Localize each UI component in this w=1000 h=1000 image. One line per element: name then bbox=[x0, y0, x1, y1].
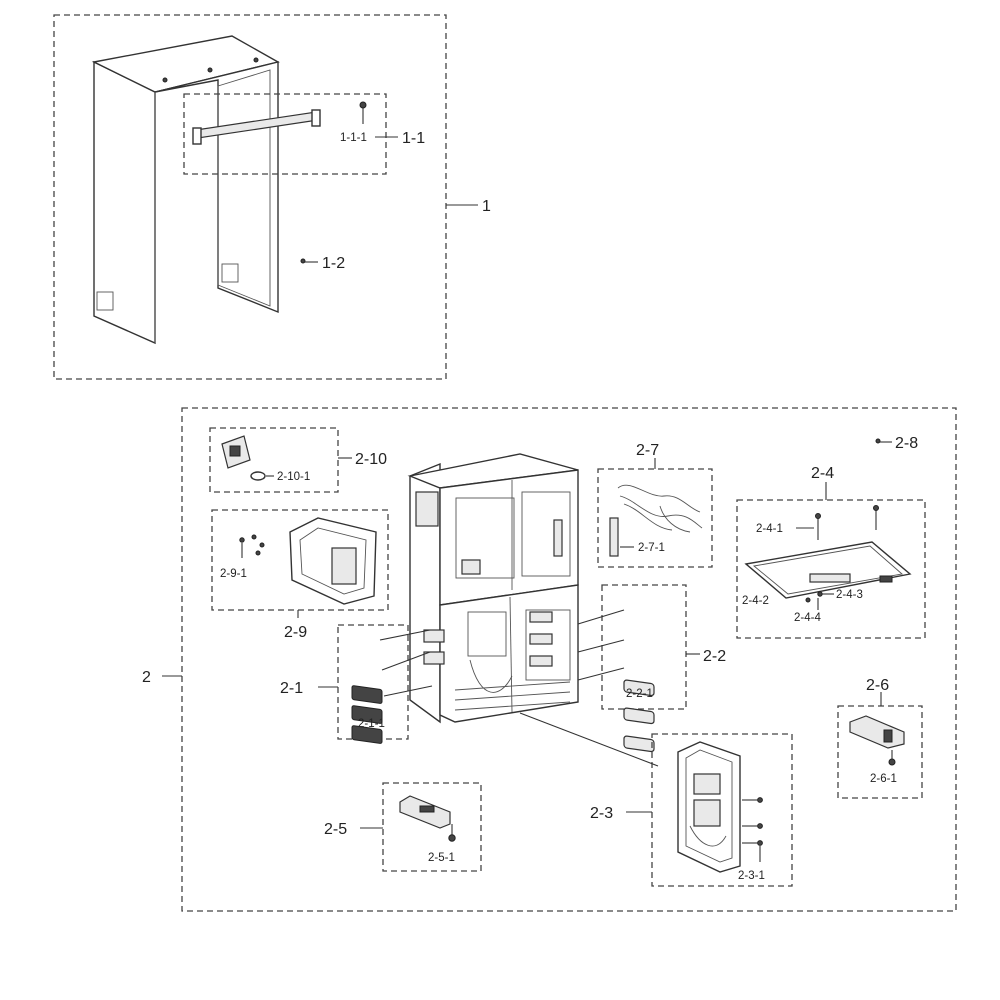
label-2-3-1: 2-3-1 bbox=[738, 870, 765, 882]
part-2-8-marker bbox=[875, 438, 892, 444]
label-2-6-1: 2-6-1 bbox=[870, 773, 897, 785]
label-2-2-1: 2-2-1 bbox=[626, 688, 653, 700]
part-2-10-drawing bbox=[221, 435, 274, 481]
label-1: 1 bbox=[482, 198, 491, 215]
label-2-7: 2-7 bbox=[636, 442, 659, 459]
group-2-4-box bbox=[736, 499, 926, 639]
group-2-9-box bbox=[211, 509, 389, 611]
label-1-1-1: 1-1-1 bbox=[340, 132, 367, 144]
part-2-4-drawing bbox=[744, 505, 912, 610]
group-2-7-box bbox=[597, 468, 713, 568]
label-2: 2 bbox=[142, 669, 151, 686]
label-2-10: 2-10 bbox=[355, 451, 387, 468]
label-2-8: 2-8 bbox=[895, 435, 918, 452]
group-2-box bbox=[181, 407, 957, 912]
label-2-1: 2-1 bbox=[280, 680, 303, 697]
group-1-1-box bbox=[183, 93, 387, 175]
part-2-7-drawing bbox=[609, 458, 703, 557]
label-2-5-1: 2-5-1 bbox=[428, 852, 455, 864]
group-2-6-box bbox=[837, 705, 923, 799]
group-2-5-box bbox=[382, 782, 482, 872]
part-2-5-drawing bbox=[399, 795, 456, 842]
label-2-2: 2-2 bbox=[703, 648, 726, 665]
label-2-6: 2-6 bbox=[866, 677, 889, 694]
part-2-2-drawing bbox=[577, 609, 655, 753]
label-2-3: 2-3 bbox=[590, 805, 613, 822]
label-2-1-1: 2-1-1 bbox=[358, 718, 385, 730]
part-1-2-marker bbox=[300, 258, 318, 264]
screw-1-1-1 bbox=[359, 101, 367, 124]
group-2-1-box bbox=[337, 624, 409, 740]
part-2-6-drawing bbox=[849, 715, 905, 766]
label-2-4-2: 2-4-2 bbox=[742, 595, 769, 607]
part-2-1-drawing bbox=[351, 629, 433, 744]
label-1-1: 1-1 bbox=[402, 130, 425, 147]
group-1-box bbox=[53, 14, 447, 380]
label-2-4-1: 2-4-1 bbox=[756, 523, 783, 535]
part-2-3-drawing bbox=[677, 741, 763, 873]
inner-liner-drawing bbox=[407, 453, 579, 724]
part-2-9-drawing bbox=[239, 517, 377, 618]
label-2-9: 2-9 bbox=[284, 624, 307, 641]
brace-bar-drawing bbox=[192, 109, 321, 145]
label-2-4: 2-4 bbox=[811, 465, 834, 482]
label-2-5: 2-5 bbox=[324, 821, 347, 838]
label-1-2: 1-2 bbox=[322, 255, 345, 272]
label-2-4-4: 2-4-4 bbox=[794, 612, 821, 624]
group-2-2-box bbox=[601, 584, 687, 710]
group-2-10-box bbox=[209, 427, 339, 493]
label-2-4-3: 2-4-3 bbox=[836, 589, 863, 601]
label-2-10-1: 2-10-1 bbox=[277, 471, 310, 483]
group-2-3-box bbox=[651, 733, 793, 887]
cabinet-drawing bbox=[91, 35, 280, 345]
label-2-9-1: 2-9-1 bbox=[220, 568, 247, 580]
label-2-7-1: 2-7-1 bbox=[638, 542, 665, 554]
